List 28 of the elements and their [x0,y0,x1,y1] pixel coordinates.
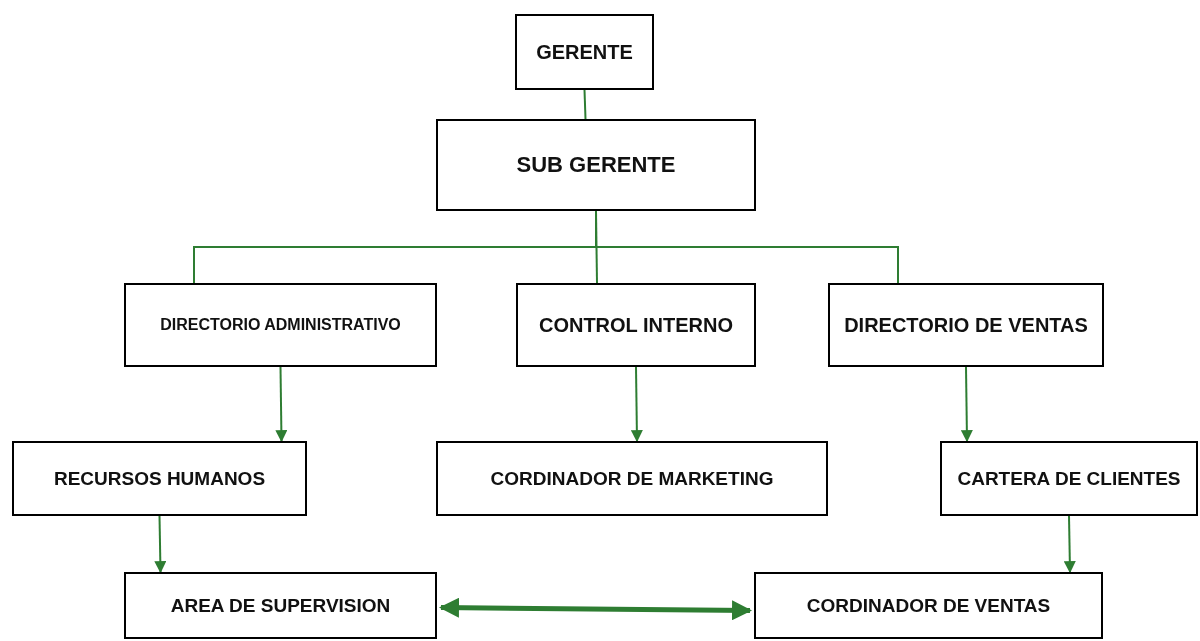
connector-line [583,89,587,120]
department-box [124,572,437,639]
box-label: AREA DE SUPERVISION [170,594,391,617]
box-label: CORDINADOR DE VENTAS [806,594,1051,617]
box-label: GERENTE [536,40,633,64]
arrow [439,597,752,621]
department-box [436,441,828,516]
arrow [275,366,288,443]
title-box [436,119,756,211]
arrow [1063,515,1076,574]
box-label: SUB GERENTE [516,152,676,178]
department-box [754,572,1103,639]
arrow [154,515,167,574]
title-box [515,14,654,90]
box-label: CARTERA DE CLIENTES [957,467,1181,490]
box-label: RECURSOS HUMANOS [53,467,266,490]
arrow [960,366,973,443]
box-label: CONTROL INTERNO [538,313,734,337]
department-box [12,441,307,516]
department-box [940,441,1198,516]
department-box [828,283,1104,367]
box-label: DIRECTORIO ADMINISTRATIVO [160,316,401,334]
box-label: CORDINADOR DE MARKETING [490,467,774,490]
department-box [124,283,437,367]
department-box [516,283,756,367]
box-label: DIRECTORIO DE VENTAS [844,313,1088,337]
connector-line [595,210,899,284]
arrow [630,366,643,443]
